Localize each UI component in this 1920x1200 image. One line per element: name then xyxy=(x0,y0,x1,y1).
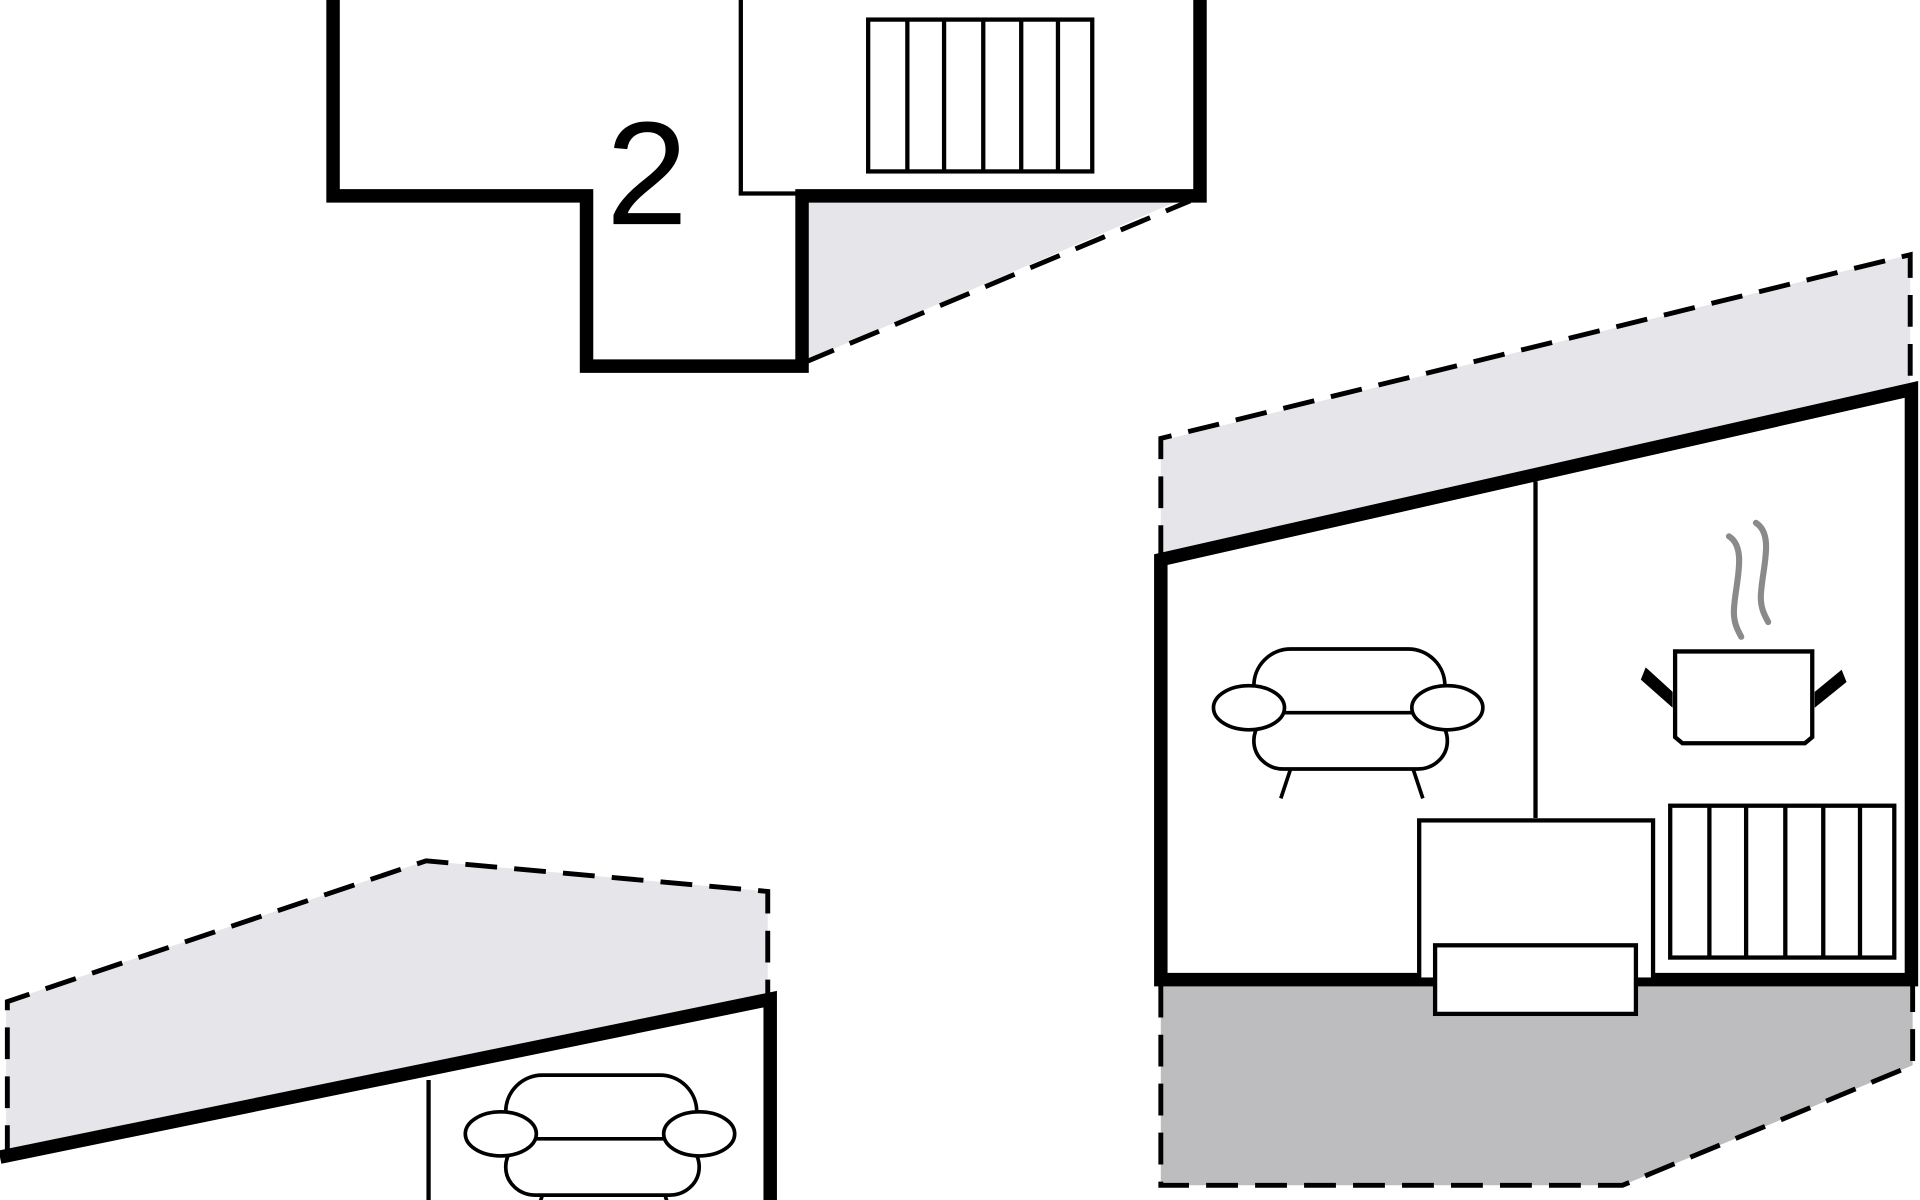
upper-inner-wall xyxy=(738,0,796,196)
sofa-icon xyxy=(463,1073,737,1200)
right-floor-plan xyxy=(1154,251,1919,1188)
lower-left-floor-plan xyxy=(0,858,777,1200)
upper-floor-outline xyxy=(326,0,1207,373)
lower-floor-outline xyxy=(0,990,777,1200)
basement-area xyxy=(1160,985,1913,1186)
stair-step-box xyxy=(1432,943,1639,1017)
basement-dashed-edge xyxy=(1158,985,1916,1188)
lower-overhang xyxy=(6,860,768,1158)
cooking-pot-icon xyxy=(1640,519,1847,746)
radiator-icon xyxy=(868,20,1092,172)
upper-overhang-dashed-edge xyxy=(803,198,1192,365)
upper-floor-plan: 2 xyxy=(326,0,1207,373)
right-overhang-dashed-edge xyxy=(1158,251,1913,558)
floor-number-label: 2 xyxy=(606,92,688,256)
lower-overhang-dashed-edge xyxy=(4,858,771,1158)
right-overhang xyxy=(1160,254,1911,558)
radiator-icon xyxy=(1670,806,1894,958)
